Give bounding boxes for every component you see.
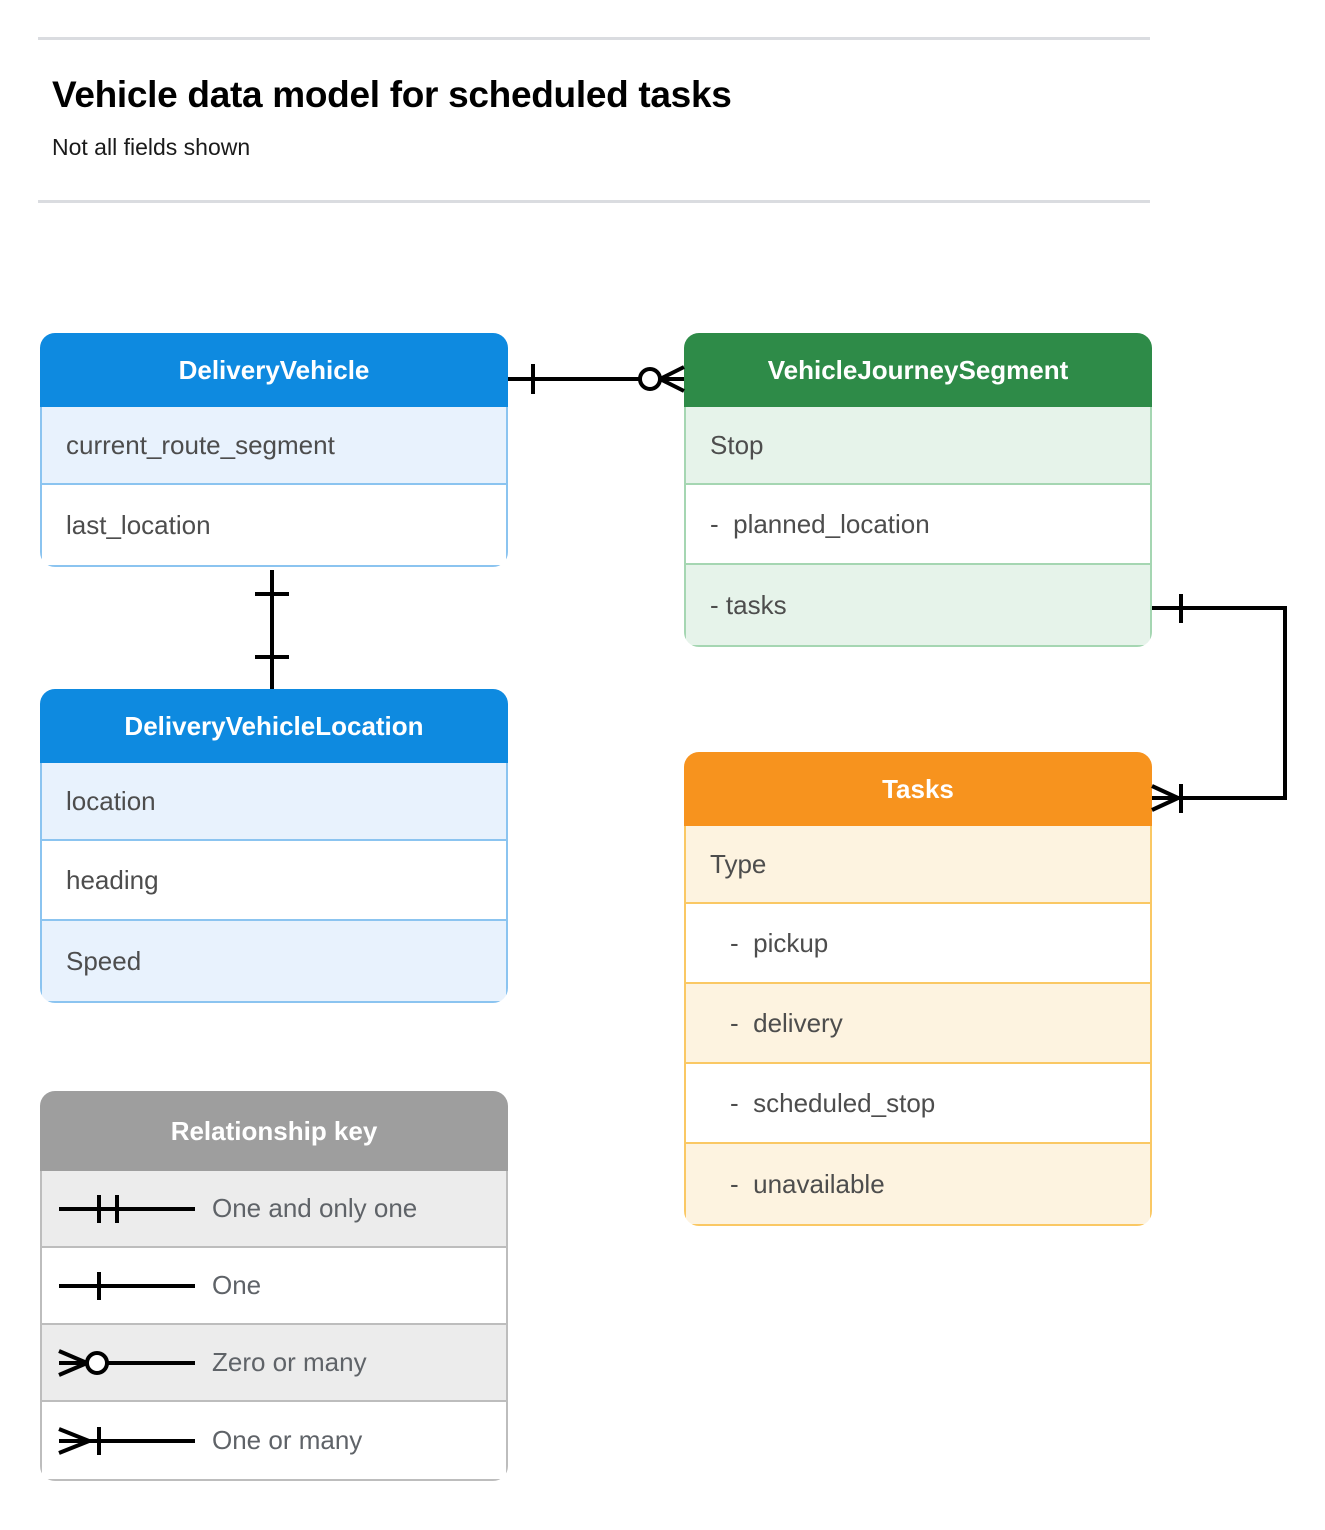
entity-delivery-vehicle-location-title: DeliveryVehicleLocation (40, 689, 508, 763)
relationship-key-legend: Relationship key One and only one One (40, 1091, 508, 1481)
page-title: Vehicle data model for scheduled tasks (52, 74, 732, 115)
entity-row[interactable]: - pickup (686, 904, 1150, 984)
entity-row-label: last_location (66, 509, 211, 540)
legend-item-label: One or many (212, 1425, 363, 1455)
entity-tasks-rows: Type - pickup - delivery - scheduled_sto… (684, 826, 1152, 1226)
entity-delivery-vehicle-location-rows: location heading Speed (40, 763, 508, 1003)
legend-item-label: One (212, 1270, 262, 1300)
entity-delivery-vehicle-location[interactable]: DeliveryVehicleLocation location heading… (40, 689, 508, 1003)
entity-row[interactable]: - unavailable (686, 1144, 1150, 1224)
legend-item-one: One (42, 1248, 506, 1325)
entity-delivery-vehicle[interactable]: DeliveryVehicle current_route_segment la… (40, 333, 508, 567)
entity-row[interactable]: Type (686, 826, 1150, 904)
header-divider-bottom (38, 200, 1150, 203)
entity-row-label: - unavailable (730, 1168, 885, 1199)
entity-row-label: current_route_segment (66, 429, 335, 460)
entity-row[interactable]: current_route_segment (42, 407, 506, 485)
entity-row[interactable]: - scheduled_stop (686, 1064, 1150, 1144)
header-divider-top (38, 37, 1150, 40)
legend-title: Relationship key (40, 1091, 508, 1171)
entity-row[interactable]: last_location (42, 485, 506, 565)
entity-row[interactable]: Speed (42, 921, 506, 1001)
legend-item-label: One and only one (212, 1193, 418, 1223)
entity-row[interactable]: - tasks (686, 565, 1150, 645)
one-and-only-one-icon (42, 1189, 212, 1229)
entity-vehicle-journey-segment-rows: Stop - planned_location - tasks (684, 407, 1152, 647)
entity-row-label: Speed (66, 945, 142, 976)
legend-item-zero-or-many: Zero or many (42, 1325, 506, 1402)
connector-journey-segment-to-tasks (1151, 594, 1287, 813)
entity-row-label: heading (66, 864, 159, 895)
legend-item-label: Zero or many (212, 1347, 367, 1377)
entity-row-label: Stop (710, 429, 764, 460)
entity-row-label: Type (710, 848, 767, 879)
entity-row-label: - delivery (730, 1007, 843, 1038)
entity-row[interactable]: location (42, 763, 506, 841)
entity-row-label: - planned_location (710, 508, 930, 539)
entity-delivery-vehicle-title: DeliveryVehicle (40, 333, 508, 407)
legend-item-one-or-many: One or many (42, 1402, 506, 1479)
entity-tasks[interactable]: Tasks Type - pickup - delivery - schedul… (684, 752, 1152, 1226)
entity-row-label: - tasks (710, 589, 787, 620)
connector-delivery-vehicle-to-journey-segment (508, 364, 685, 394)
entity-row[interactable]: - delivery (686, 984, 1150, 1064)
entity-row-label: location (66, 785, 156, 816)
entity-row-label: - scheduled_stop (730, 1087, 936, 1118)
entity-delivery-vehicle-rows: current_route_segment last_location (40, 407, 508, 567)
zero-or-many-icon (42, 1343, 212, 1383)
page-subtitle: Not all fields shown (52, 134, 251, 160)
one-icon (42, 1266, 212, 1306)
entity-row[interactable]: Stop (686, 407, 1150, 485)
entity-row[interactable]: heading (42, 841, 506, 921)
entity-tasks-title: Tasks (684, 752, 1152, 826)
one-or-many-icon (42, 1421, 212, 1461)
legend-item-one-and-only-one: One and only one (42, 1171, 506, 1248)
entity-vehicle-journey-segment-title: VehicleJourneySegment (684, 333, 1152, 407)
entity-row-label: - pickup (730, 927, 829, 958)
entity-vehicle-journey-segment[interactable]: VehicleJourneySegment Stop - planned_loc… (684, 333, 1152, 647)
connector-delivery-vehicle-to-location (255, 570, 289, 689)
entity-row[interactable]: - planned_location (686, 485, 1150, 565)
legend-rows: One and only one One Zero (40, 1171, 508, 1481)
